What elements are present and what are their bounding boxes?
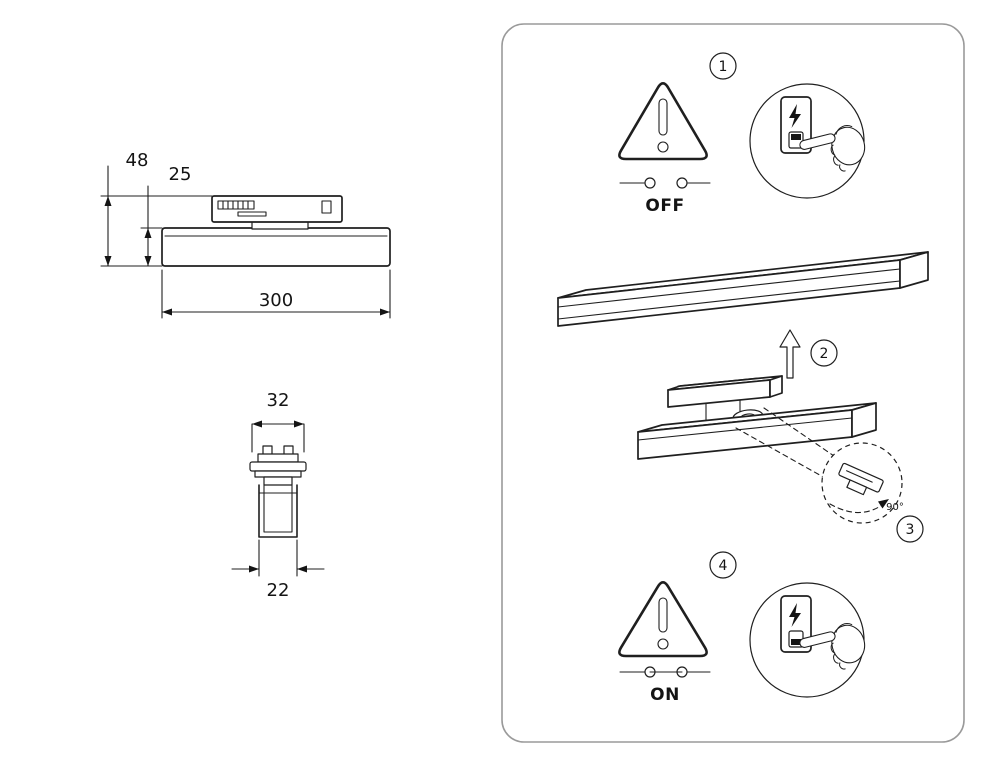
dim-32-label: 32 [267, 390, 290, 411]
dim-300-arrow-left [162, 308, 172, 316]
rotated-adapter-line [846, 470, 873, 483]
dim-32-arrow-right [294, 420, 304, 428]
fixture-end-cap [851, 402, 877, 438]
adapter-clip-base [257, 453, 299, 463]
adapter-label-hatch [222, 200, 249, 210]
step-number-text: 4 [719, 558, 728, 574]
dim-300-arrow-right [380, 308, 390, 316]
dim-48-arrow-up [104, 196, 112, 206]
dim-32-lines [251, 423, 305, 453]
track-front-face [557, 259, 901, 327]
dim-300-label: 300 [259, 290, 293, 311]
step-number-badge [709, 52, 737, 80]
rotation-angle-label: 90° [886, 502, 904, 513]
adapter-neck [263, 476, 293, 486]
step-1: OFF 1 [618, 52, 871, 216]
adapter-plate [254, 470, 302, 478]
warning-triangle-icon [618, 581, 708, 658]
dim-25-lines [140, 185, 163, 267]
track-end-cap [899, 251, 929, 289]
dim-48-label: 48 [126, 150, 149, 171]
mount-direction-arrow-icon [779, 329, 801, 379]
dim-22-arrow-left [249, 565, 259, 573]
adapter-front-view-drawing: 32 22 [231, 390, 325, 601]
step-number-badge [810, 339, 838, 367]
switch-contact-left [644, 177, 656, 189]
dim-300-lines [161, 269, 391, 319]
adapter-cup-inner [263, 484, 293, 533]
dim-48-lines [100, 165, 213, 267]
adapter-label-plate [217, 200, 255, 210]
rotated-adapter-stub [846, 479, 868, 496]
toggle-position-off [791, 134, 801, 140]
dimension-width: 300 [161, 269, 391, 319]
dim-32-arrow-left [252, 420, 262, 428]
step-number-badge [709, 551, 737, 579]
rotation-arrowhead [878, 499, 889, 509]
step-4: ON 4 [618, 551, 871, 705]
exclamation-dot-icon [657, 141, 669, 153]
exclamation-bar-icon [658, 597, 668, 633]
dimension-height-body: 25 [140, 164, 192, 267]
switch-contact-right [676, 177, 688, 189]
fixture-groove-line [637, 417, 853, 441]
dim-25-label: 25 [169, 164, 192, 185]
rotated-adapter-icon [838, 462, 884, 496]
step-2: 2 [557, 251, 929, 379]
fixture-adapter-detail-line [677, 377, 759, 387]
step-number-text: 1 [719, 59, 728, 75]
step-number-badge [896, 515, 924, 543]
power-on-label: ON [650, 685, 680, 705]
dim-22-arrow-right [297, 565, 307, 573]
power-off-label: OFF [645, 196, 684, 216]
fixture-body [161, 227, 391, 267]
track-groove-lines [557, 268, 901, 320]
dim-22-label: 22 [267, 580, 290, 601]
dim-48-arrow-down [104, 256, 112, 266]
adapter-cup-outer [258, 484, 298, 538]
dim-25-arrow-up [144, 228, 152, 238]
adapter-flange [249, 461, 307, 472]
exclamation-dot-icon [657, 638, 669, 650]
step-number-text: 2 [820, 346, 829, 362]
fixture-adapter-end-cap [769, 375, 783, 398]
dim-22-lines [231, 539, 325, 577]
side-view-drawing: 48 25 300 [100, 150, 391, 319]
adapter-slot-detail [237, 211, 267, 217]
exclamation-bar-icon [658, 98, 668, 136]
adapter-switch-detail [321, 200, 332, 214]
step-number-text: 3 [906, 522, 915, 538]
dimension-adapter-bottom-width: 22 [231, 539, 325, 601]
dimension-height-total: 48 [100, 150, 213, 267]
step-3: 90° 3 [637, 375, 924, 543]
dim-25-arrow-down [144, 256, 152, 266]
dimension-adapter-top-width: 32 [251, 390, 305, 453]
warning-triangle-icon [618, 82, 708, 161]
instruction-panel-border [501, 23, 965, 743]
toggle-position-on [791, 639, 801, 645]
magnifier-leader-lines [735, 407, 835, 479]
